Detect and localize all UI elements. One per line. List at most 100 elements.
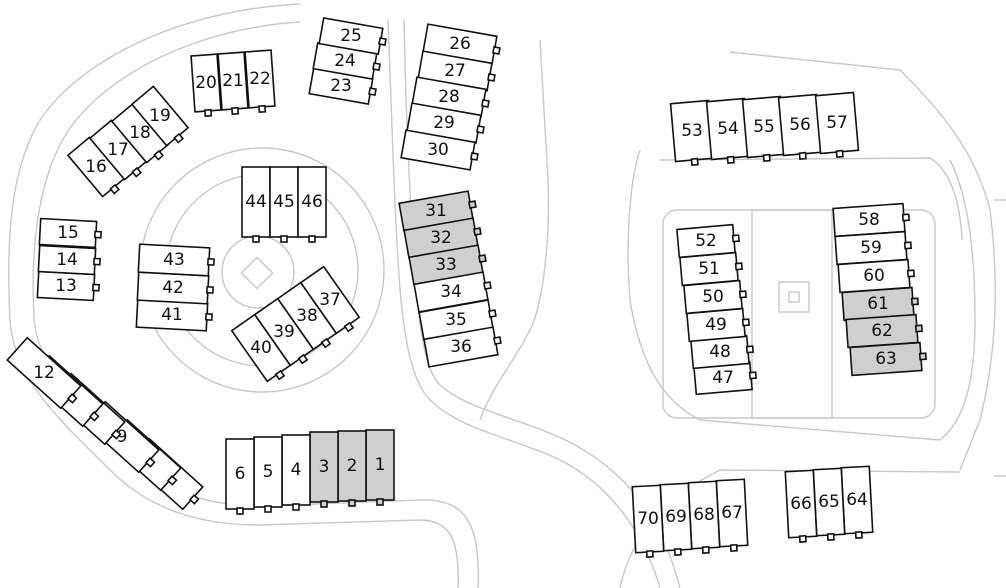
unit-24[interactable]: 24: [312, 42, 382, 80]
unit-entry-marker: [478, 254, 487, 263]
unit-number-label: 32: [430, 228, 452, 248]
unit-number-label: 46: [301, 192, 323, 212]
unit-34[interactable]: 34: [413, 271, 493, 313]
unit-13[interactable]: 13: [36, 270, 100, 302]
unit-number-label: 1: [375, 455, 386, 475]
unit-outline: [269, 166, 299, 238]
unit-entry-marker: [264, 505, 272, 513]
unit-69[interactable]: 69: [659, 482, 693, 556]
unit-20[interactable]: 20: [190, 53, 222, 117]
unit-number-label: 56: [789, 115, 811, 135]
unit-45[interactable]: 45: [269, 166, 299, 243]
unit-number-label: 48: [709, 342, 731, 362]
unit-number-label: 13: [55, 276, 77, 296]
unit-entry-marker: [741, 318, 751, 327]
unit-14[interactable]: 14: [37, 244, 101, 276]
unit-entry-marker: [258, 104, 267, 113]
unit-4[interactable]: 4: [281, 434, 311, 511]
unit-22[interactable]: 22: [244, 49, 276, 113]
unit-48[interactable]: 48: [690, 334, 755, 370]
unit-70[interactable]: 70: [631, 484, 665, 558]
road-network: [8, 3, 1006, 588]
unit-number-label: 22: [249, 69, 271, 89]
unit-30[interactable]: 30: [400, 129, 480, 171]
unit-number-label: 61: [867, 294, 889, 314]
unit-entry-marker: [368, 87, 377, 96]
unit-entry-marker: [88, 411, 100, 422]
unit-number-label: 51: [698, 259, 720, 279]
unit-40[interactable]: 40: [230, 313, 293, 386]
unit-entry-marker: [231, 106, 240, 115]
unit-41[interactable]: 41: [135, 298, 213, 332]
unit-61[interactable]: 61: [841, 286, 919, 322]
unit-15[interactable]: 15: [38, 217, 102, 249]
unit-66[interactable]: 66: [784, 469, 818, 543]
unit-37[interactable]: 37: [299, 265, 362, 338]
unit-12[interactable]: 12: [6, 336, 84, 412]
unit-entry-marker: [901, 213, 910, 222]
unit-2[interactable]: 2: [337, 430, 367, 507]
unit-entry-marker: [173, 132, 184, 144]
unit-59[interactable]: 59: [834, 230, 912, 266]
unit-50[interactable]: 50: [683, 279, 748, 315]
unit-number-label: 5: [263, 462, 274, 482]
unit-layer: 1234567891011121314151617181920212223242…: [6, 17, 927, 558]
unit-number-label: 45: [273, 192, 295, 212]
unit-entry-marker: [320, 500, 328, 508]
unit-25[interactable]: 25: [318, 17, 388, 55]
unit-number-label: 42: [162, 278, 184, 298]
unit-number-label: 25: [340, 26, 362, 46]
unit-62[interactable]: 62: [845, 313, 923, 349]
unit-number-label: 6: [235, 464, 246, 484]
unit-43[interactable]: 43: [137, 243, 215, 277]
unit-68[interactable]: 68: [687, 480, 721, 554]
unit-19[interactable]: 19: [130, 85, 191, 150]
unit-number-label: 67: [721, 503, 743, 523]
unit-63[interactable]: 63: [849, 341, 927, 377]
unit-number-label: 52: [695, 231, 717, 251]
unit-number-label: 55: [753, 117, 775, 137]
unit-46[interactable]: 46: [297, 166, 327, 243]
unit-entry-marker: [826, 532, 835, 541]
unit-67[interactable]: 67: [715, 478, 749, 552]
unit-number-label: 39: [273, 322, 295, 342]
unit-number-label: 12: [33, 363, 55, 383]
unit-entry-marker: [236, 507, 244, 515]
unit-18[interactable]: 18: [110, 102, 171, 167]
unit-52[interactable]: 52: [676, 223, 741, 259]
unit-entry-marker: [738, 290, 748, 299]
unit-36[interactable]: 36: [423, 326, 503, 368]
unit-entry-marker: [205, 285, 214, 294]
unit-42[interactable]: 42: [136, 271, 214, 305]
unit-64[interactable]: 64: [840, 465, 874, 539]
unit-entry-marker: [745, 345, 755, 354]
unit-entry-marker: [690, 157, 699, 166]
unit-entry-marker: [66, 393, 78, 404]
unit-51[interactable]: 51: [679, 251, 744, 287]
unit-38[interactable]: 38: [276, 281, 339, 354]
unit-44[interactable]: 44: [241, 166, 271, 243]
unit-entry-marker: [476, 125, 485, 134]
unit-number-label: 9: [117, 427, 128, 447]
unit-6[interactable]: 6: [225, 438, 255, 515]
unit-65[interactable]: 65: [812, 467, 846, 541]
unit-number-label: 47: [712, 368, 734, 388]
unit-56[interactable]: 56: [777, 93, 823, 160]
unit-entry-marker: [798, 534, 807, 543]
unit-number-label: 57: [826, 113, 848, 133]
unit-57[interactable]: 57: [814, 91, 860, 158]
unit-3[interactable]: 3: [309, 431, 339, 508]
unit-1[interactable]: 1: [365, 429, 395, 506]
unit-5[interactable]: 5: [253, 436, 283, 513]
unit-outline: [225, 438, 255, 510]
unit-21[interactable]: 21: [217, 51, 249, 115]
unit-entry-marker: [92, 257, 101, 266]
unit-number-label: 15: [57, 223, 79, 243]
unit-number-label: 68: [693, 505, 715, 525]
unit-number-label: 35: [445, 310, 467, 330]
unit-entry-marker: [906, 269, 915, 278]
unit-number-label: 14: [56, 250, 78, 270]
unit-entry-marker: [854, 530, 863, 539]
unit-entry-marker: [762, 153, 771, 162]
